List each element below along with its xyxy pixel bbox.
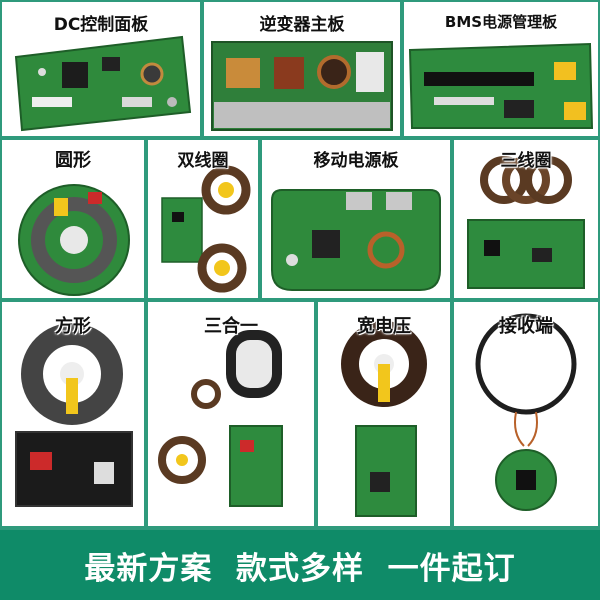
bms-board-image: [408, 42, 594, 129]
double-coil-image: [161, 165, 251, 293]
tile-wide-voltage: 宽电压: [318, 302, 450, 526]
square-coil-image: [15, 323, 133, 507]
wide-voltage-image: [341, 321, 427, 517]
tile-label: BMS电源管理板: [444, 13, 558, 31]
tile-label: 接收端: [499, 316, 553, 337]
inverter-board-image: [211, 41, 393, 131]
tile-power-bank-board: 移动电源板: [262, 140, 450, 298]
tile-square-coil: 方形: [2, 302, 144, 526]
three-in-one-image: [158, 330, 283, 507]
dc-board-image: [14, 35, 192, 132]
triple-coil-image: [467, 156, 585, 289]
tile-round-coil: 圆形: [2, 140, 144, 298]
banner-text: 最新方案 款式多样 一件起订: [84, 550, 516, 587]
tile-label: 双线圈: [177, 151, 229, 171]
tile-label: 三线圈: [500, 151, 552, 171]
power-bank-image: [271, 189, 441, 291]
round-coil-image: [18, 184, 130, 296]
tile-dc-control-board: DC控制面板: [2, 2, 200, 136]
tile-label: 移动电源板: [313, 151, 399, 171]
tile-double-coil: 双线圈: [148, 140, 258, 298]
tile-label: 宽电压: [357, 316, 411, 337]
tile-receiver: 接收端: [454, 302, 598, 526]
tile-label: DC控制面板: [53, 15, 149, 35]
tile-triple-coil: 三线圈: [454, 140, 598, 298]
promo-banner: 最新方案 款式多样 一件起订: [0, 530, 600, 600]
tile-three-in-one: 三合一: [148, 302, 314, 526]
tile-inverter-board: 逆变器主板: [204, 2, 400, 136]
receiver-image: [475, 313, 577, 511]
tile-bms-board: BMS电源管理板: [404, 2, 598, 136]
tile-label: 三合一: [204, 316, 258, 337]
tile-label: 圆形: [55, 150, 91, 171]
tile-label: 方形: [55, 316, 91, 337]
tile-label: 逆变器主板: [259, 15, 345, 35]
